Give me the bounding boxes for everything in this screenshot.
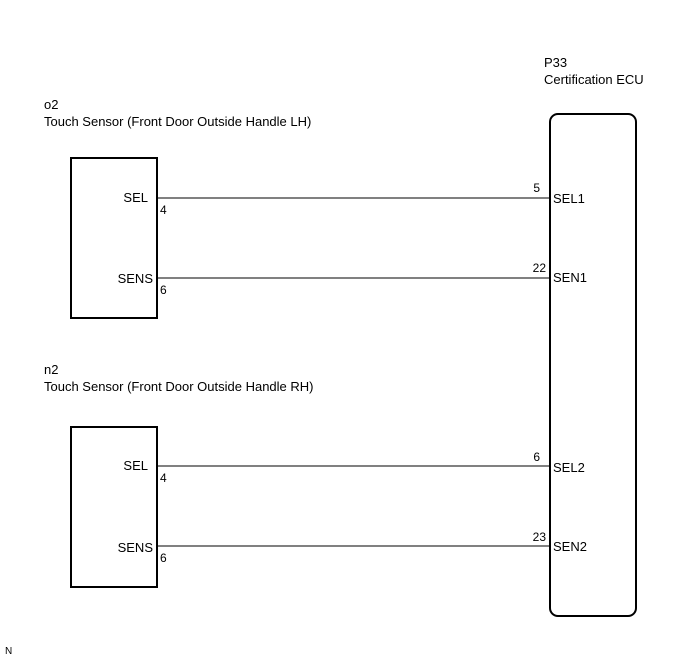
sensor-2-pin-sens-label: SENS [118, 540, 154, 555]
sensor-1-name: Touch Sensor (Front Door Outside Handle … [44, 114, 311, 129]
sensor-1-code: o2 [44, 97, 58, 112]
ecu-pin-sen1-label: SEN1 [553, 270, 587, 285]
ecu-pin-sen2-label: SEN2 [553, 539, 587, 554]
ecu-pin-sel1-label: SEL1 [553, 191, 585, 206]
sensor-2-box [70, 426, 158, 588]
sensor-1-box [70, 157, 158, 319]
sensor-1-pin-sel-label: SEL [123, 190, 148, 205]
sensor-1-pin-sel-number: 4 [160, 203, 167, 217]
sensor-1-pin-sens-label: SENS [118, 271, 154, 286]
ecu-pin-sen1-number: 22 [533, 261, 547, 275]
ecu-pin-sen2-number: 23 [533, 530, 547, 544]
sensor-2-pin-sens-number: 6 [160, 551, 167, 565]
ecu-name: Certification ECU [544, 72, 644, 87]
corner-mark: N [5, 646, 12, 657]
sensor-2-code: n2 [44, 362, 58, 377]
ecu-pin-sel1-number: 5 [533, 181, 540, 195]
sensor-1-pin-sens-number: 6 [160, 283, 167, 297]
ecu-pin-sel2-label: SEL2 [553, 460, 585, 475]
ecu-box [549, 113, 637, 617]
ecu-pin-sel2-number: 6 [533, 450, 540, 464]
ecu-code: P33 [544, 55, 567, 70]
sensor-2-pin-sel-label: SEL [123, 458, 148, 473]
sensor-2-pin-sel-number: 4 [160, 471, 167, 485]
sensor-2-name: Touch Sensor (Front Door Outside Handle … [44, 379, 314, 394]
